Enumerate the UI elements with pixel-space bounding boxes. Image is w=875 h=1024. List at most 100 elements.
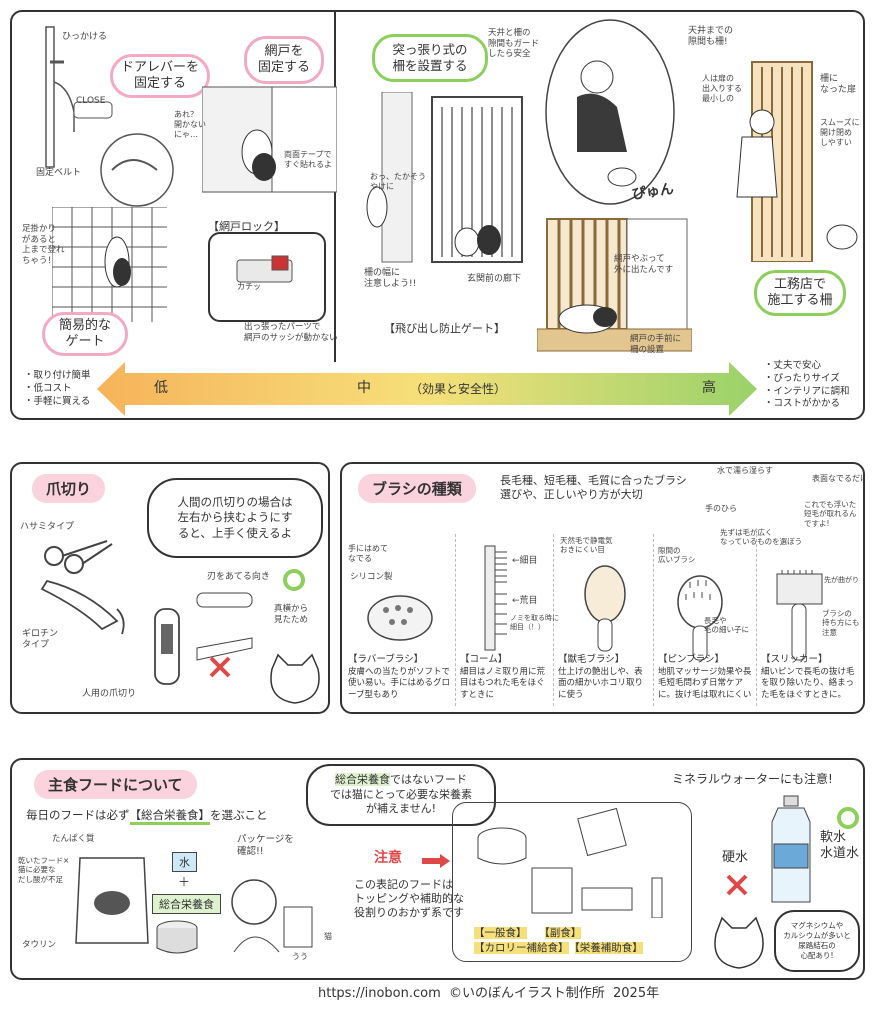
note-silicon: シリコン製 bbox=[350, 572, 393, 582]
food-title: 主食フードについて bbox=[34, 770, 197, 799]
screen-lock-bubble bbox=[208, 232, 326, 322]
gate-panel: ひっかける CLOSE 固定ベルト ドアレバーを 固定する 網戸を 固定する あ… bbox=[10, 10, 865, 420]
brush-panel: ブラシの種類 長毛種、短毛種、毛質に合ったブラシ 選びや、正しいやり方が大切 水… bbox=[340, 462, 865, 714]
list-item: ・丈夫で安心 bbox=[764, 360, 822, 371]
brush-item: 【コーム】 細目はノミ取り用に荒目はもつれた毛をほぐすときに bbox=[460, 654, 552, 701]
scissor-type-label: ハサミタイプ bbox=[20, 522, 75, 532]
list-item: ・ぴったりサイズ bbox=[764, 372, 840, 384]
warning-highlight: 総合栄養食 bbox=[335, 772, 390, 786]
water-badge: 水 bbox=[172, 852, 197, 872]
human-clipper-label: 人用の爪切り bbox=[82, 689, 137, 699]
brush-desc: 仕上げの艶出しや、表面の細かいホコリ取りに使う bbox=[558, 666, 644, 700]
water-bottle-icon bbox=[771, 795, 811, 903]
cat-face-icon bbox=[270, 653, 320, 704]
footer-credit: https://inobon.com ©いのぼんイラスト制作所 2025年 bbox=[318, 986, 660, 1001]
wall-cat-illustration bbox=[366, 92, 413, 263]
note-click: カチッ bbox=[237, 282, 261, 291]
note-lever: ひっかける bbox=[62, 32, 108, 42]
note-water: 水で濡ら湿らす bbox=[717, 466, 773, 475]
brush-title: ブラシの種類 bbox=[358, 474, 476, 503]
food-type-labels: 【一般食】【副食】 【カロリー補給食】【栄養補助食】 bbox=[474, 926, 694, 956]
mineral-note-bubble: マグネシウムや カルシウムが多いと 尿路結石の 心配あり! bbox=[774, 910, 860, 972]
food-panel: 主食フードについて 毎日のフードは必ず【総合栄養食】を選ぶこと たんぱく質 乾い… bbox=[10, 758, 865, 980]
list-item: ・手軽に買える bbox=[24, 395, 91, 407]
note-gate-set: 網戸の手前に 柵の設置 bbox=[630, 334, 682, 355]
note-natural: 天然毛で静電気 おきにくい目 bbox=[560, 536, 613, 555]
list-item: ・低コスト bbox=[24, 382, 72, 394]
brush-desc: 地肌マッサージ効果や長毛短毛問わず日常ケアに。抜け毛は取れにくい bbox=[658, 666, 752, 700]
topping-food-icons bbox=[477, 808, 663, 918]
brush-item: 【ラバーブラシ】 皮膚への当たりがソフトで使い易い。手にはめるグローブ型もあり bbox=[348, 654, 452, 701]
simple-gate-illustration bbox=[52, 207, 167, 322]
good-mark-icon bbox=[837, 807, 859, 829]
warning-text: 総合栄養食ではないフード では猫にとって必要な栄養素 が補えません! bbox=[329, 772, 473, 818]
note-close: CLOSE bbox=[76, 96, 106, 106]
note-ceiling-gap: 天井と柵の 隙間もガード したら安全 bbox=[488, 28, 540, 60]
note-person-door: 人は扉の 出入りする 最小しの bbox=[702, 74, 742, 103]
note-taurine: タウリン bbox=[22, 940, 57, 950]
brush-name: 【ラバーブラシ】 bbox=[348, 654, 424, 665]
note-escaped: 網戸やぶって 外に出たんです bbox=[614, 254, 674, 275]
screen-lock-title: 【網戸ロック】 bbox=[208, 220, 285, 233]
column-divider bbox=[756, 534, 757, 706]
brush-desc: 細目はノミ取り用に荒目はもつれた毛をほぐすときに bbox=[460, 666, 546, 700]
nail-tip-bubble: 人間の爪切りの場合は 左右から挟むようにす ると、上手く使えるよ bbox=[147, 478, 323, 558]
note-smooth: スムーズに 開け閉め しやすい bbox=[820, 118, 860, 147]
slicker-brush-icon bbox=[776, 570, 823, 661]
check-package-note: パッケージを 確認!! bbox=[237, 834, 294, 857]
pill-door-lever: ドアレバーを 固定する bbox=[110, 54, 210, 98]
arrow-right-icon bbox=[422, 854, 450, 868]
screen-lock-icon bbox=[236, 255, 293, 283]
can-food-icon bbox=[156, 920, 198, 954]
list-item: ・インテリアに調和 bbox=[764, 385, 850, 397]
side-view-label: 真横から 見たため bbox=[274, 604, 309, 625]
food-type-label: 【一般食】 bbox=[474, 927, 527, 939]
side-food-box bbox=[452, 802, 692, 962]
brush-desc: 細いピンで長毛の抜け毛を取り除いたり、絡まった毛をほぐすときに。 bbox=[761, 666, 855, 700]
note-cat-question: あれ？ 開かない にゃ… bbox=[174, 110, 206, 139]
note-bar-door: 柵に なった扉 bbox=[820, 74, 857, 96]
note-tall: おっ、たかそう やけに bbox=[370, 172, 426, 191]
plus-sign: ＋ bbox=[178, 875, 191, 889]
food-type-label: 【栄養補助食】 bbox=[574, 942, 643, 955]
note-climb: 足掛かり があると 上まで登れ ちゃう！ bbox=[22, 224, 65, 266]
pill-contractor-gate: 工務店で 施工する柵 bbox=[754, 270, 846, 316]
escape-bubble-illustration bbox=[545, 19, 675, 205]
soft-water-label: 軟水 水道水 bbox=[820, 830, 860, 862]
note-palm: 手のひら bbox=[705, 504, 737, 513]
note-dry-food: 乾いたフード× 猫に必要な だし酸が不足 bbox=[18, 856, 70, 884]
window-gate-illustration bbox=[537, 218, 692, 352]
list-item: ・取り付け簡単 bbox=[24, 370, 91, 381]
food-rule-post: を選ぶこと bbox=[210, 808, 268, 822]
guillotine-clipper-icon bbox=[40, 579, 125, 635]
column-divider bbox=[553, 534, 554, 706]
scale-caption: （効果と安全性） bbox=[410, 382, 507, 396]
column-divider bbox=[455, 534, 456, 706]
note-grip: ブラシの 持ち方にも 注意 bbox=[822, 609, 860, 637]
note-protein: たんぱく質 bbox=[52, 834, 95, 844]
note-longhair: 長毛や 毛の細い子に bbox=[704, 616, 749, 635]
food-rule: 毎日のフードは必ず【総合栄養食】を選ぶこと bbox=[26, 808, 268, 825]
note-coarse: ←荒目 bbox=[512, 596, 538, 606]
note-gap-width: 柵の幅に 注意しよう!! bbox=[364, 268, 417, 290]
note-tape: 両面テープで すぐ貼れるよ bbox=[284, 150, 332, 169]
hard-water-label: 硬水 bbox=[722, 850, 749, 865]
gate-label: 【飛び出し防止ゲート】 bbox=[384, 322, 505, 335]
nail-title: 爪切り bbox=[32, 474, 106, 503]
brush-intro: 長毛種、短毛種、毛質に合ったブラシ 選びや、正しいやり方が大切 bbox=[500, 474, 687, 501]
brush-desc: 皮膚への当たりがソフトで使い易い。手にはめるグローブ型もあり bbox=[348, 666, 451, 700]
note-bent-tip: 先が曲がり bbox=[824, 576, 859, 584]
bristle-brush-icon bbox=[584, 565, 626, 652]
pill-simple-gate: 簡易的な ゲート bbox=[42, 312, 128, 356]
caution-label: 注意 bbox=[374, 850, 402, 866]
pill-tension-gate: 突っ張り式の 柵を設置する bbox=[372, 34, 488, 82]
rubber-brush-icon bbox=[367, 595, 433, 641]
brush-name: 【獣毛ブラシ】 bbox=[558, 654, 625, 665]
food-rule-pre: 毎日のフードは必ず bbox=[26, 808, 130, 822]
warning-rest: ではないフード では猫にとって必要な栄養素 が補えません! bbox=[329, 772, 473, 816]
screen-door-cat-illustration bbox=[202, 86, 337, 193]
caution-text: この表記のフードは トッピングや補助的な 役割りのおかず系です bbox=[354, 878, 464, 919]
scissor-clipper-icon bbox=[44, 540, 113, 574]
blade-direction-label: 刃をあてる向き bbox=[207, 572, 270, 582]
lever-closeup-icon bbox=[100, 133, 174, 207]
